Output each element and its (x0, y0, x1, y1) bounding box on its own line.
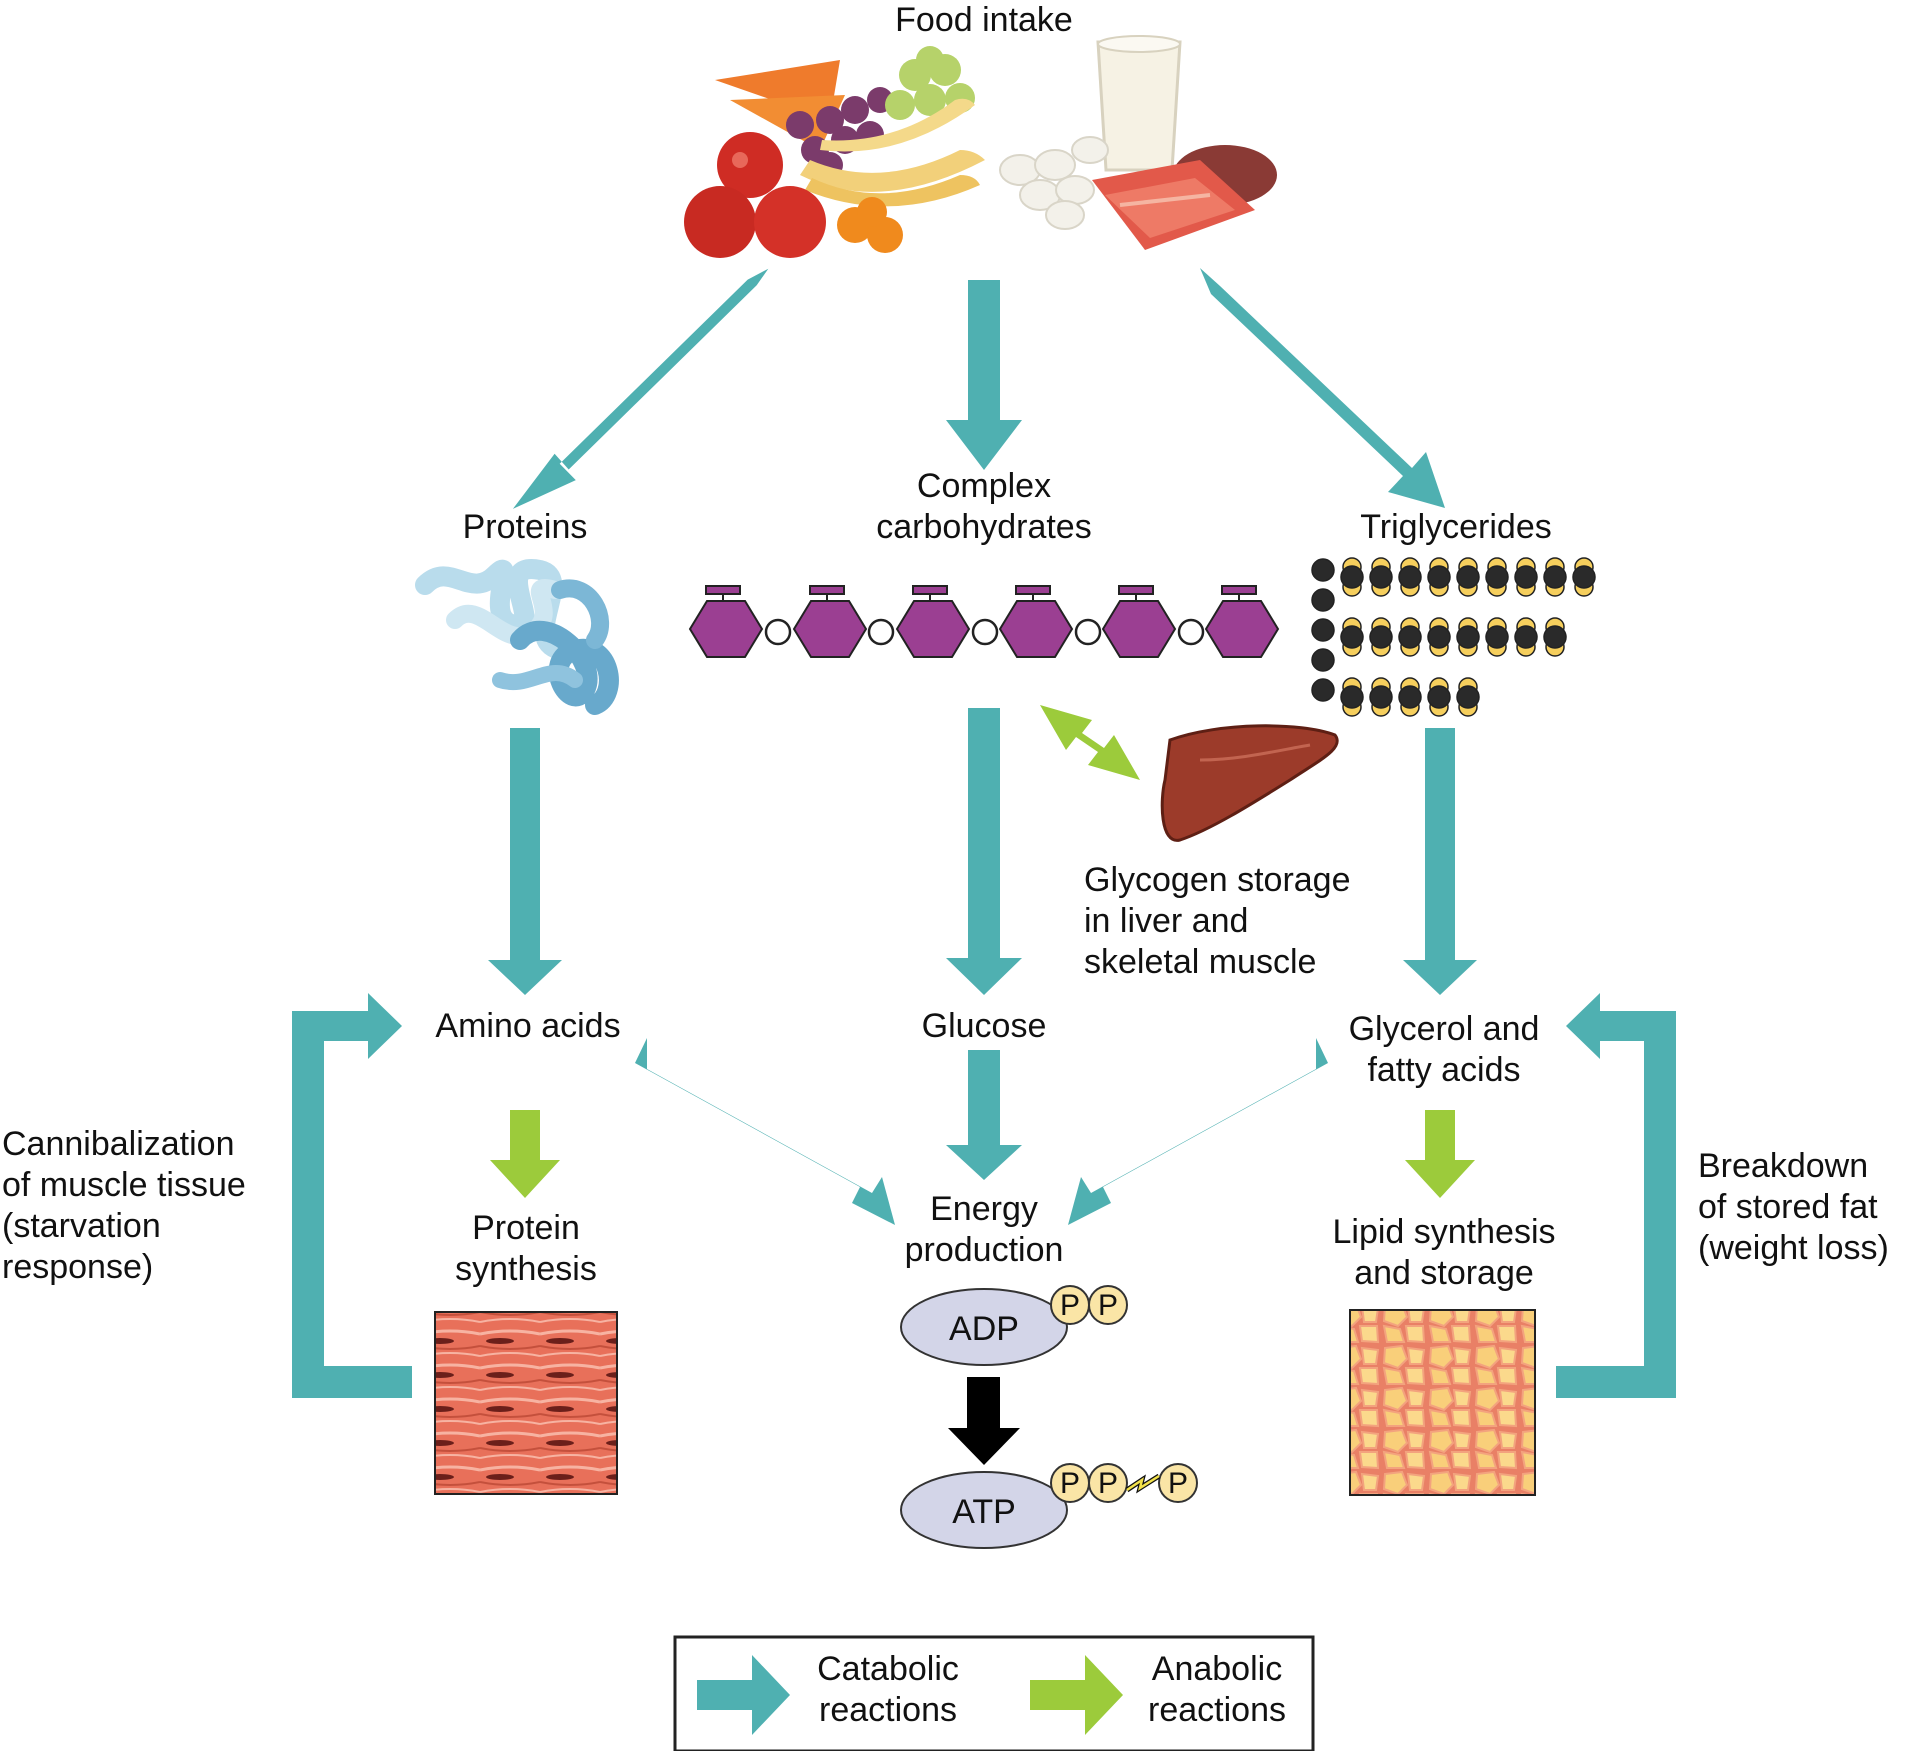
carbon-atom (1543, 625, 1567, 649)
triglyceride-molecule-icon (1311, 557, 1596, 717)
carbon-atom (1369, 565, 1393, 589)
carbon-atom (1369, 685, 1393, 709)
carbon-atom (1398, 685, 1422, 709)
carbon-atom (1572, 565, 1596, 589)
carbon-atom (1340, 685, 1364, 709)
cannibalization-label: Cannibalization of muscle tissue (starva… (2, 1125, 246, 1286)
glycerol-carbon-atom (1311, 618, 1335, 642)
arrow-amino-to-protein-synthesis (490, 1110, 560, 1198)
complex-carbohydrates-label: Complex carbohydrates (876, 467, 1092, 546)
carbon-atom (1543, 565, 1567, 589)
food-pile-icon (684, 35, 1277, 258)
carbon-atom (1340, 565, 1364, 589)
glycogen-storage-label: Glycogen storage in liver and skeletal m… (1084, 861, 1351, 981)
glycerol-carbon-atom (1311, 588, 1335, 612)
carbon-atom (1427, 685, 1451, 709)
amino-acids-label: Amino acids (435, 1007, 621, 1045)
food-intake-label: Food intake (895, 1, 1073, 39)
glycerol-carbon-atom (1311, 558, 1335, 582)
carbon-atom (1456, 625, 1480, 649)
lipid-synthesis-label: Lipid synthesis and storage (1332, 1213, 1556, 1292)
steak-icon (1092, 160, 1255, 250)
orange-icon (837, 197, 903, 253)
arrow-glycogen-exchange (1040, 705, 1140, 780)
carbon-atom (1485, 625, 1509, 649)
glycerol-carbon-atom (1311, 678, 1335, 702)
protein-coil-icon (415, 559, 619, 715)
carbon-atom (1340, 625, 1364, 649)
proteins-label: Proteins (462, 508, 588, 546)
apple-icon (684, 132, 826, 258)
phosphate-label: P (1098, 1467, 1118, 1500)
legend-catabolic-label: Catabolic reactions (817, 1650, 959, 1729)
legend (673, 1635, 1315, 1751)
legend-anabolic-swatch (1030, 1655, 1123, 1735)
anabolic-arrows (490, 705, 1475, 1198)
arrow-food-to-proteins (512, 268, 769, 509)
arrow-food-to-carbohydrates (946, 280, 1022, 470)
arrow-glycerol-to-lipid-synthesis (1405, 1110, 1475, 1198)
muscle-tissue-icon (434, 1311, 618, 1495)
legend-anabolic-label: Anabolic reactions (1148, 1650, 1286, 1729)
glycerol-carbon-atom (1311, 648, 1335, 672)
arrow-proteins-to-amino (488, 728, 562, 995)
arrow-carbohydrates-to-glucose (946, 708, 1022, 995)
arrow-food-to-triglycerides (1200, 268, 1445, 508)
arrow-adp-to-atp (948, 1377, 1020, 1465)
eggs-icon (999, 136, 1109, 230)
carbon-atom (1369, 625, 1393, 649)
triglycerides-label: Triglycerides (1360, 508, 1552, 546)
carbon-atom (1485, 565, 1509, 589)
carbon-atom (1427, 565, 1451, 589)
phosphate-label: P (1168, 1467, 1188, 1500)
arrow-fat-to-glycerol (1556, 993, 1676, 1398)
banana-icon (800, 98, 985, 207)
carbon-atom (1514, 625, 1538, 649)
phosphate-label: P (1098, 1289, 1118, 1322)
legend-catabolic-swatch (697, 1655, 790, 1735)
carbon-atom (1427, 625, 1451, 649)
carbon-atom (1514, 565, 1538, 589)
carbon-atom (1398, 565, 1422, 589)
carbon-atom (1398, 625, 1422, 649)
glucose-label: Glucose (921, 1007, 1047, 1045)
adp-molecule: ADP P P (900, 1285, 1128, 1366)
adp-label: ADP (949, 1310, 1019, 1348)
breakdown-stored-fat-label: Breakdown of stored fat (weight loss) (1698, 1147, 1889, 1267)
atp-label: ATP (952, 1493, 1016, 1531)
glycerol-fatty-acids-label: Glycerol and fatty acids (1348, 1010, 1540, 1089)
carbon-atom (1456, 565, 1480, 589)
arrow-amino-to-energy (635, 1038, 895, 1225)
arrow-glucose-to-energy (946, 1050, 1022, 1180)
arrow-triglycerides-to-glycerol (1403, 728, 1477, 995)
energy-production-label: Energy production (904, 1190, 1064, 1269)
phosphate-label: P (1060, 1467, 1080, 1500)
arrow-glycerol-to-energy (1068, 1038, 1328, 1225)
milk-glass-icon (1096, 35, 1182, 172)
adipose-tissue-icon (1349, 1309, 1536, 1496)
carbohydrate-chain-icon (688, 585, 1280, 658)
arrow-muscle-to-amino (292, 993, 412, 1398)
protein-synthesis-label: Protein synthesis (455, 1209, 597, 1288)
carbon-atom (1456, 685, 1480, 709)
liver-icon (1160, 724, 1339, 842)
catabolic-arrows (292, 268, 1676, 1398)
phosphate-label: P (1060, 1289, 1080, 1322)
atp-molecule: ATP P P P (900, 1463, 1198, 1549)
